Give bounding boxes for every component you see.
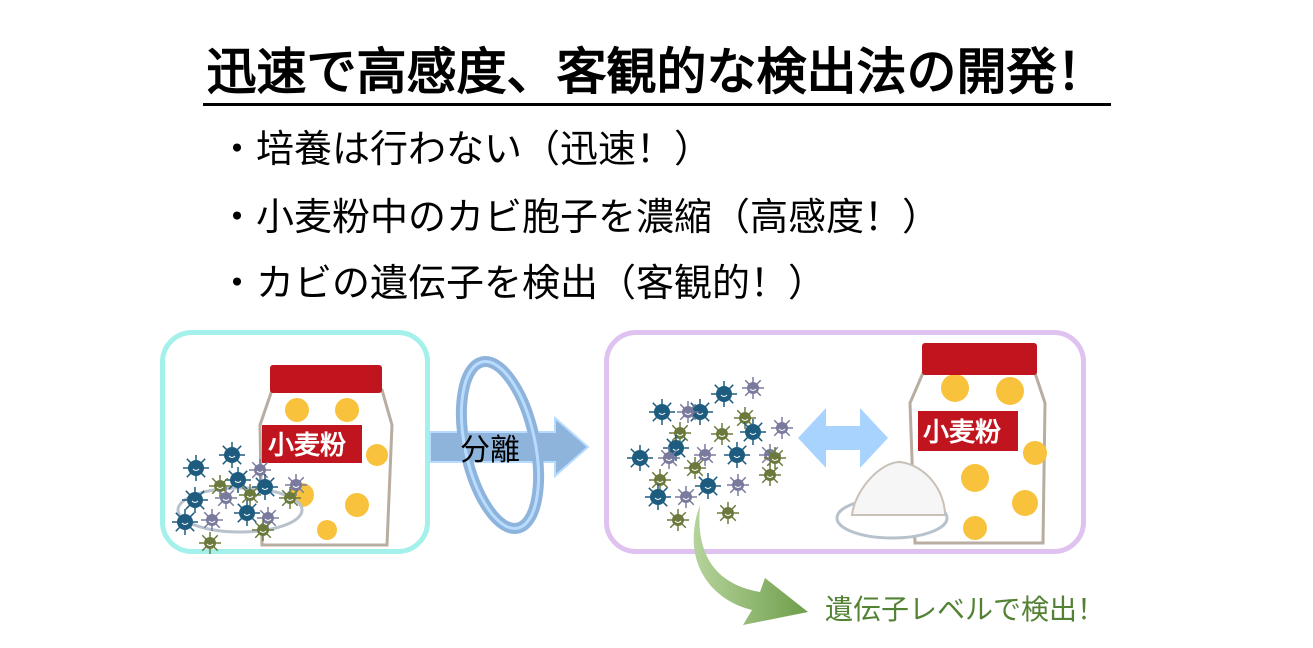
mold-spore-icon <box>771 417 793 439</box>
mold-spore-icon <box>252 519 274 541</box>
mold-spore-icon <box>649 469 671 491</box>
slide-title: 迅速で高感度、客観的な検出法の開発！ <box>0 32 1313 106</box>
mold-spore-icon <box>727 474 749 496</box>
mold-spore-icon <box>219 442 245 468</box>
bullet-concentrate: ・小麦粉中のカビ胞子を濃縮（高感度！） <box>218 195 941 239</box>
mold-spore-icon <box>201 509 223 531</box>
green-curved-arrow <box>693 505 808 625</box>
mold-spore-icon <box>734 407 756 429</box>
separated-panel <box>604 330 1086 554</box>
bag-label-right: 小麦粉 <box>923 418 1001 448</box>
mold-spore-icon <box>675 486 697 508</box>
bag-label-left: 小麦粉 <box>268 431 346 461</box>
mold-spore-icon <box>649 399 675 425</box>
mold-spore-icon <box>717 502 739 524</box>
mold-spore-icon <box>724 442 750 468</box>
separation-label: 分離 <box>460 433 520 468</box>
mold-spore-icon <box>239 484 261 506</box>
title-text: 迅速で高感度、客観的な検出法の開発！ <box>202 43 1111 106</box>
mold-spores <box>172 377 793 554</box>
mold-spore-icon <box>740 419 766 445</box>
mold-spore-icon <box>711 381 737 407</box>
mold-spore-icon <box>279 487 301 509</box>
mold-spore-icon <box>694 444 716 466</box>
mold-spore-icon <box>667 509 689 531</box>
mold-spore-icon <box>199 532 221 554</box>
mold-spore-icon <box>249 459 271 481</box>
mold-spore-icon <box>645 484 671 510</box>
mold-spore-icon <box>711 423 733 445</box>
flour-pile-on-plate <box>835 460 949 540</box>
detection-label: 遺伝子レベルで検出！ <box>825 593 1106 626</box>
separation-arrow <box>429 356 590 534</box>
bullet-gene-detect: ・カビの遺伝子を検出（客観的！） <box>218 261 827 305</box>
mold-spore-icon <box>764 447 786 469</box>
double-arrow <box>798 408 888 468</box>
mold-spore-icon <box>257 507 279 529</box>
mold-spore-icon <box>627 445 653 471</box>
mold-spore-icon <box>234 500 260 526</box>
mold-spore-icon <box>742 377 764 399</box>
mold-spore-icon <box>669 422 691 444</box>
mold-spore-icon <box>172 509 198 535</box>
mold-spore-icon <box>658 447 680 469</box>
mold-spore-icon <box>215 487 237 509</box>
mold-spore-icon <box>252 474 278 500</box>
mold-spore-icon <box>684 457 706 479</box>
flour-with-mold-panel <box>160 330 430 554</box>
mold-spore-icon <box>209 475 231 497</box>
mold-spore-icon <box>183 455 209 481</box>
mold-spore-icon <box>225 467 251 493</box>
mold-spore-icon <box>677 401 699 423</box>
mold-spore-icon <box>695 473 721 499</box>
bullet-no-culture: ・培養は行わない（迅速！） <box>218 127 713 171</box>
mold-spore-icon <box>759 464 781 486</box>
mold-spore-icon <box>182 487 208 513</box>
